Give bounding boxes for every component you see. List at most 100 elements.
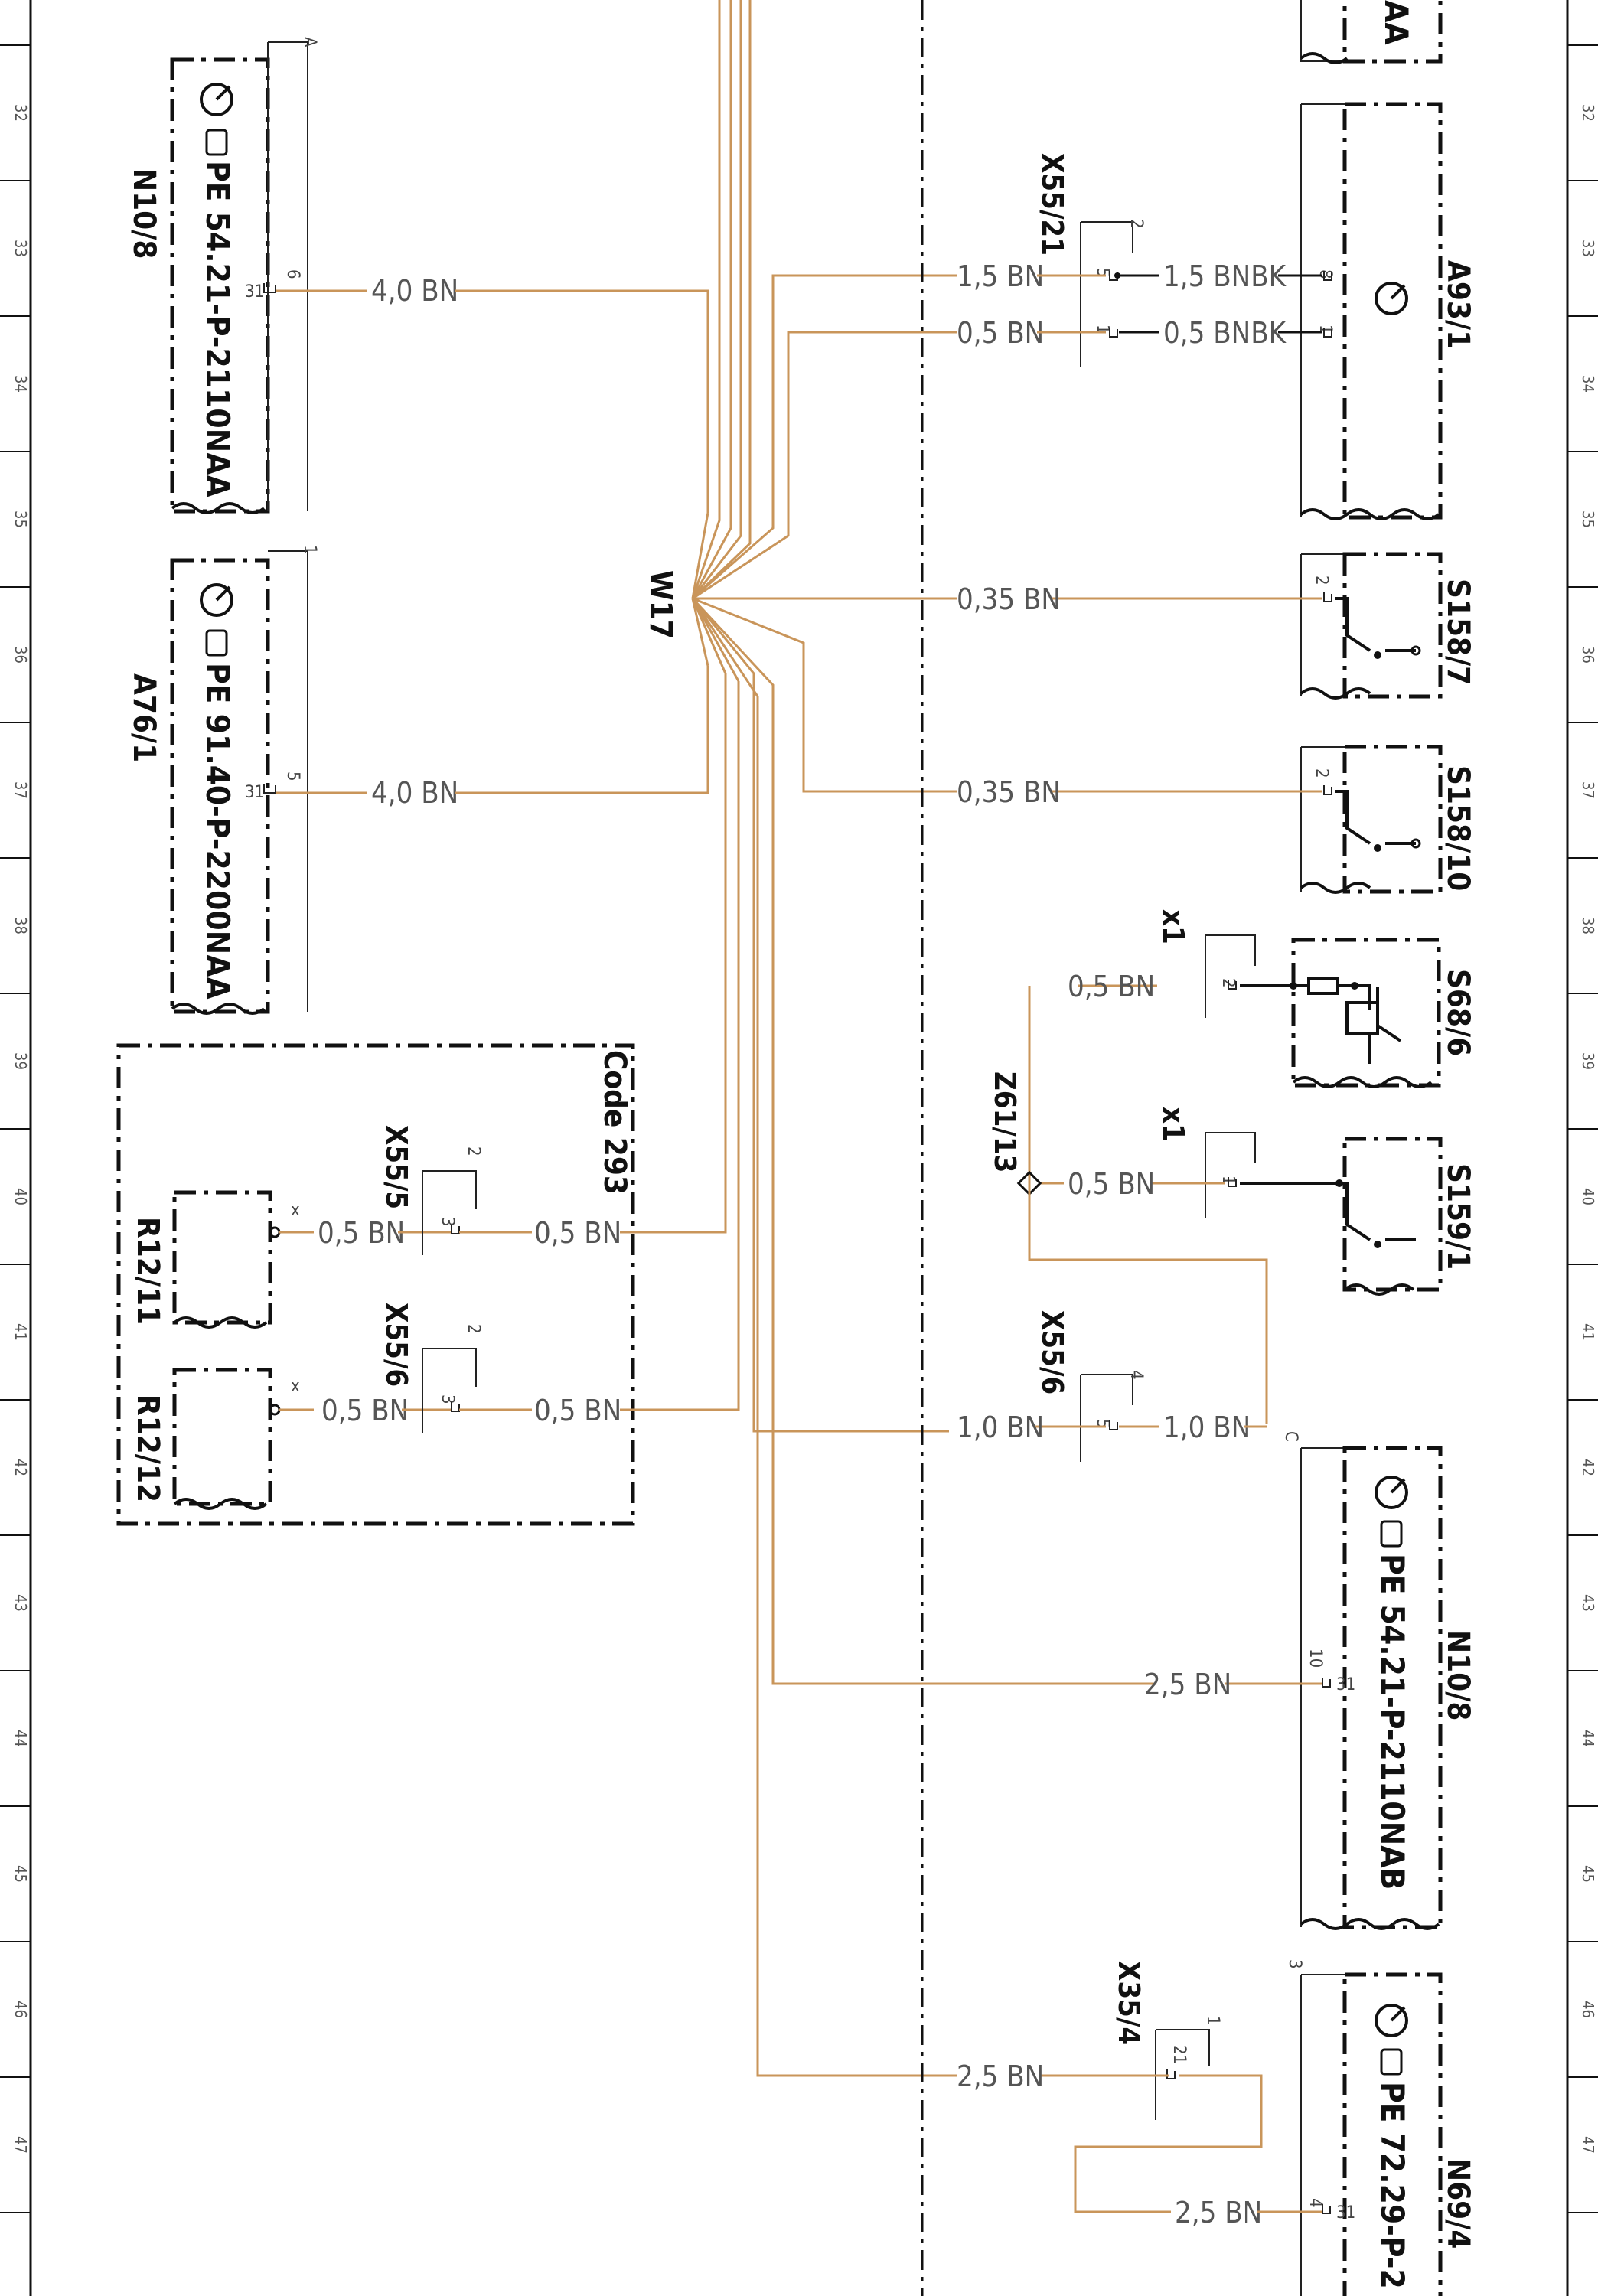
switch-s158-10[interactable]: S158/10 2 0,35 BN [957, 745, 1476, 894]
grid-number: 46 [1579, 2001, 1597, 2018]
connector-x55-6-right[interactable]: X55/6 4 5 1,0 BN 1,0 BN C [957, 1310, 1300, 1462]
grid-number: 38 [11, 917, 30, 934]
grid-number: 35 [11, 510, 30, 528]
wire-label: 0,5 BN [1068, 970, 1155, 1003]
grid-number: 36 [1579, 646, 1597, 664]
grid-number: 41 [1579, 1323, 1597, 1341]
hand-pointer-icon [1380, 1520, 1403, 1548]
pin-label: 3 [438, 1217, 457, 1227]
grid-number: 41 [11, 1323, 30, 1341]
grid-number: 34 [11, 375, 30, 393]
terminal-label: 31 [1336, 1675, 1355, 1694]
component-id: R12/11 [130, 1217, 165, 1325]
grid-number: 40 [11, 1188, 30, 1205]
connector-corner: 4 [1127, 1370, 1146, 1380]
grid-number: 42 [11, 1459, 30, 1476]
connector-corner: 2 [1127, 219, 1146, 229]
component-id: S158/7 [1440, 579, 1476, 685]
wire-label: 1,5 BNBK [1163, 259, 1287, 293]
grid-ticks: 3131323233333434353536363737383839394040… [0, 44, 1598, 2213]
speedometer-icon [200, 83, 233, 116]
splice-w17[interactable]: W17 [643, 0, 752, 682]
pin-label: 2 [1312, 768, 1331, 778]
grid-number: 39 [1579, 1052, 1597, 1070]
pin-label: 4 [1306, 2198, 1325, 2208]
grid-number: 37 [1579, 781, 1597, 799]
component-n69-4[interactable]: 3 PE 72.29-P-2 N69/4 4 31 [1285, 1959, 1476, 2296]
pe-reference[interactable]: PE 72.29-P-2 [1374, 2082, 1411, 2289]
grid-number: 39 [11, 1052, 30, 1070]
grid-number: 34 [1579, 375, 1597, 393]
wire-label: 0,5 BN [1068, 1167, 1155, 1201]
x-label: x [291, 1377, 300, 1396]
grid-number: 37 [11, 781, 30, 799]
component-id: A93/1 [1440, 260, 1476, 349]
component-n10-8-left[interactable]: A PE 54.21-P-2110NAA N10/8 31 6 4,0 BN [126, 37, 709, 514]
component-a76-1[interactable]: 1 PE 91.40-P-2200NAA A76/1 31 5 4,0 BN [126, 545, 709, 1015]
pin-label: 6 [283, 269, 302, 279]
grid-number: 45 [11, 1865, 30, 1883]
connector-id: X35/4 [1112, 1961, 1146, 2045]
terminal-label: 31 [245, 783, 264, 802]
wire-label: 0,5 BN [321, 1394, 409, 1427]
component-id: S159/1 [1440, 1163, 1476, 1270]
connector-corner: 2 [464, 1324, 483, 1334]
corner-label: 1 [300, 545, 319, 555]
pin-label: 21 [1169, 2045, 1189, 2064]
component-id: R12/12 [130, 1394, 165, 1502]
connector-x55-21[interactable]: X55/21 2 5 1 1,5 BN 0,5 BN 1,5 BNBK 0,5 … [957, 153, 1322, 367]
ground-point-label: Z61/13 [988, 1071, 1022, 1172]
wire-label: 2,5 BN [957, 2060, 1044, 2093]
wire-label: 4,0 BN [371, 776, 458, 810]
component-id: A76/1 [126, 673, 161, 762]
wire-label: 0,5 BN [318, 1216, 405, 1250]
pe-reference[interactable]: PE 91.40-P-2200NAA [199, 663, 236, 1000]
hand-pointer-icon [205, 129, 228, 156]
connector-corner: 2 [464, 1146, 483, 1156]
corner-label: A [300, 37, 319, 47]
terminal-label: 31 [1336, 2203, 1355, 2223]
component-n10-8-right[interactable]: PE 54.21-P-2110NAB N10/8 10 31 2,5 BN [1144, 1446, 1476, 1930]
wire-label: 0,35 BN [957, 775, 1061, 809]
speedometer-icon [1375, 2004, 1408, 2037]
pin-label: 2 [1312, 576, 1331, 585]
grid-number: 33 [1579, 240, 1597, 257]
resistor-r12-12[interactable]: R12/12 x 0,5 BN 2 X55/6 3 0,5 BN [130, 681, 740, 1510]
pe-reference[interactable]: PE 54.21-P-2110NAA [199, 161, 236, 498]
grid-number: 42 [1579, 1459, 1597, 1476]
switch-s158-7[interactable]: S158/7 2 0,35 BN [957, 552, 1476, 700]
grid-number: 44 [1579, 1730, 1597, 1747]
grid-number: 45 [1579, 1865, 1597, 1883]
grid-number: 46 [11, 2001, 30, 2018]
switch-s68-6[interactable]: S68/6 x1 2 0,5 BN [1028, 909, 1476, 1217]
pe-reference[interactable]: PE 54.21-P-2110NAB [1374, 1554, 1411, 1890]
w17-right-branches [691, 274, 1156, 2077]
pin-label: 5 [283, 771, 302, 781]
switch-s159-1[interactable]: S159/1 x1 1 0,5 BN [1039, 1107, 1476, 1296]
component-top-partial: AA [1300, 0, 1443, 64]
wire-label: 2,5 BN [1175, 2196, 1262, 2229]
grid-number: 32 [1579, 104, 1597, 122]
connector-id: X55/6 [1035, 1310, 1069, 1394]
connector-x35-4[interactable]: X35/4 1 21 2,5 BN 2,5 BN [957, 1961, 1322, 2229]
component-a93-1[interactable]: A93/1 8 1 [1300, 102, 1476, 520]
wire-label: 0,5 BN [957, 316, 1044, 350]
wire-label: 0,35 BN [957, 582, 1061, 616]
wire-label: 0,5 BN [534, 1216, 621, 1250]
wire-label: 1,5 BN [957, 259, 1044, 293]
connector-corner: 1 [1203, 2016, 1222, 2026]
code-293-box: Code 293 [116, 1043, 635, 1526]
pin-label: 3 [438, 1394, 457, 1404]
component-id: N69/4 [1440, 2158, 1476, 2249]
resistor-r12-11[interactable]: R12/11 x 0,5 BN 2 X55/5 3 0,5 BN [130, 673, 727, 1329]
wire-label: 0,5 BNBK [1163, 316, 1287, 350]
grid-number: 47 [1579, 2136, 1597, 2154]
ground-point-z61-13[interactable]: Z61/13 [988, 1071, 1268, 1424]
corner-label: 3 [1285, 1959, 1304, 1969]
wire-label: 4,0 BN [371, 274, 458, 308]
component-id: S158/10 [1440, 765, 1476, 891]
grid-number: 44 [11, 1730, 30, 1747]
connector-id: X55/21 [1035, 153, 1069, 256]
wire-label: 1,0 BN [1163, 1411, 1251, 1444]
pin-label: 10 [1306, 1649, 1325, 1668]
